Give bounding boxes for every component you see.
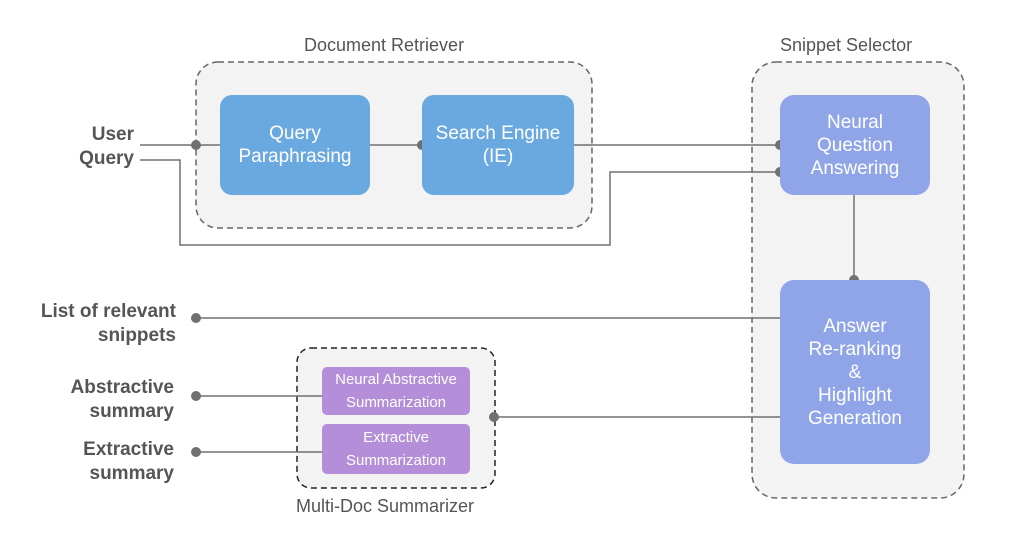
extractive-summarization-box: Extractive Summarization xyxy=(322,424,470,474)
search-engine-label: Search Engine (IE) xyxy=(435,123,561,167)
dot-abstractive-output xyxy=(191,391,201,401)
connector-query-bypass xyxy=(140,159,780,246)
snippet-selector-title: Snippet Selector xyxy=(780,35,913,55)
answer-reranking-box: Answer Re-ranking & Highlight Generation xyxy=(780,280,930,464)
extractive-summary-label: Extractive summary xyxy=(83,439,174,484)
abstractive-summary-label: Abstractive summary xyxy=(70,377,175,422)
dot-retriever-input xyxy=(191,140,201,150)
answer-reranking-label: Answer Re-ranking & Highlight Generation xyxy=(807,315,902,429)
multi-doc-summarizer-title: Multi-Doc Summarizer xyxy=(296,496,475,516)
relevant-snippets-label: List of relevant snippets xyxy=(40,301,176,346)
dot-snippets-output xyxy=(191,313,201,323)
dot-summarizer-input xyxy=(489,412,499,422)
connector-lines xyxy=(140,144,855,453)
neural-question-answering-box: Neural Question Answering xyxy=(780,95,930,195)
neural-question-answering-label: Neural Question Answering xyxy=(810,111,900,179)
user-query-label: User Query xyxy=(79,124,134,169)
search-engine-box: Search Engine (IE) xyxy=(422,95,574,195)
neural-abstractive-summarization-label: Neural Abstractive Summarization xyxy=(335,371,457,411)
dot-extractive-output xyxy=(191,447,201,457)
query-paraphrasing-label: Query Paraphrasing xyxy=(238,123,352,167)
neural-abstractive-summarization-box: Neural Abstractive Summarization xyxy=(322,367,470,415)
query-paraphrasing-box: Query Paraphrasing xyxy=(220,95,370,195)
document-retriever-title: Document Retriever xyxy=(304,35,465,55)
extractive-summarization-label: Extractive Summarization xyxy=(345,429,447,469)
